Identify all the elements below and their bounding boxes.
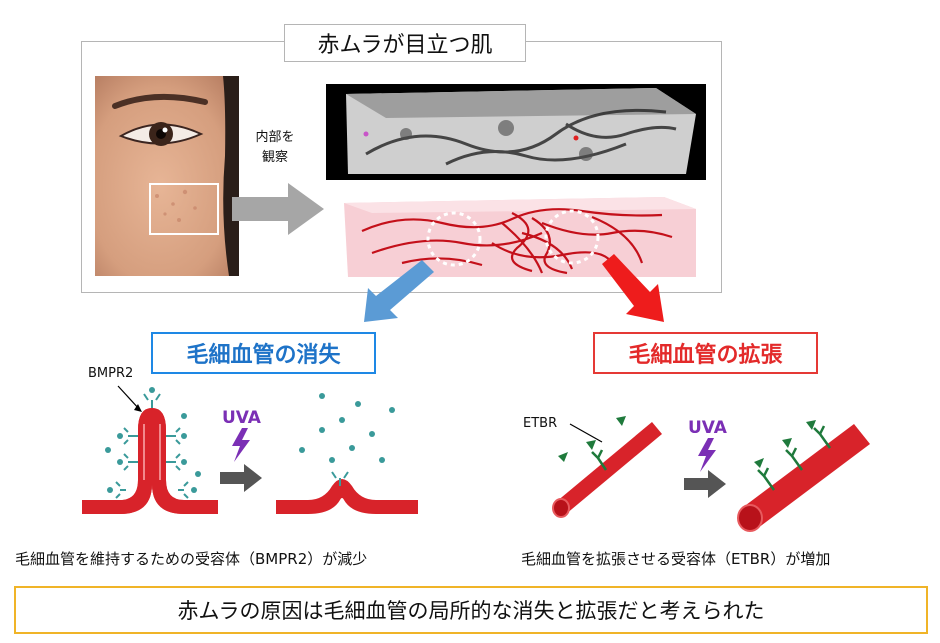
caption-capillary-loss: 毛細血管を維持するための受容体（BMPR2）が減少 bbox=[15, 550, 368, 568]
vessel-after-uva bbox=[276, 393, 418, 514]
loss-arrow bbox=[364, 260, 434, 322]
dark-arrow-right bbox=[684, 470, 726, 498]
etbr-label: ETBR bbox=[523, 416, 558, 431]
observe-label-line2: 観察 bbox=[261, 150, 288, 165]
face-photo bbox=[95, 76, 239, 276]
microscopy-image bbox=[326, 84, 706, 180]
gray-arrow bbox=[232, 183, 324, 235]
uva-label-right: UVA bbox=[688, 418, 727, 438]
cheek-selection-box bbox=[149, 183, 219, 235]
dark-arrow-left bbox=[220, 464, 262, 492]
uva-bolt-left bbox=[232, 428, 250, 462]
dilation-arrow bbox=[602, 254, 664, 322]
vessel-normal bbox=[552, 416, 662, 518]
conclusion-box: 赤ムラの原因は毛細血管の局所的な消失と拡張だと考えられた bbox=[14, 586, 928, 634]
caption-capillary-dilation: 毛細血管を拡張させる受容体（ETBR）が増加 bbox=[521, 550, 831, 568]
vessel-network-model bbox=[342, 193, 700, 283]
vessel-before-uva bbox=[82, 385, 218, 514]
heading-capillary-loss: 毛細血管の消失 bbox=[151, 332, 376, 374]
vessel-dilated bbox=[737, 420, 870, 532]
bmpr2-label: BMPR2 bbox=[88, 366, 134, 381]
observe-label: 内部を 観察 bbox=[240, 128, 310, 168]
uva-bolt-right bbox=[698, 438, 716, 472]
uva-label-left: UVA bbox=[222, 408, 261, 428]
observe-label-line1: 内部を bbox=[255, 130, 295, 145]
heading-capillary-dilation: 毛細血管の拡張 bbox=[593, 332, 818, 374]
top-title: 赤ムラが目立つ肌 bbox=[284, 24, 526, 62]
